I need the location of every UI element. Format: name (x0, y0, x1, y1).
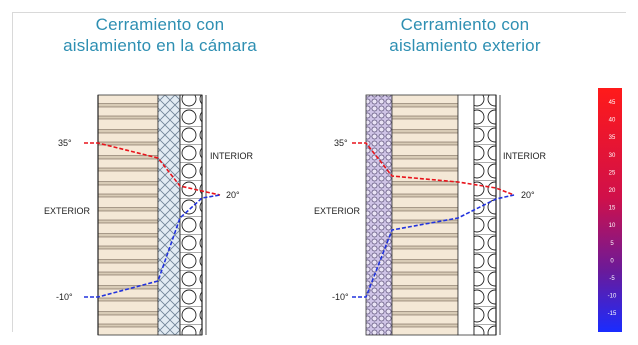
temperature-color-scale: 45 40 35 30 25 20 15 10 5 0 -5 -10 -15 (598, 88, 622, 332)
scale-tick-label: -15 (608, 311, 617, 317)
panel-1-summer-profile (84, 142, 221, 196)
panel-1-wall (97, 94, 207, 336)
panel-1-cold-label: -10° (56, 292, 73, 302)
panel-2-summer-profile (352, 142, 515, 196)
panel-2-title-line1: Cerramiento con (400, 15, 530, 34)
panel-2-wall (365, 94, 501, 336)
outer-brick-leaf (97, 94, 159, 336)
panel-1-winter-profile (84, 194, 221, 298)
panel-1-title-line1: Cerramiento con (95, 15, 225, 34)
panel-2-cold-label: -10° (332, 292, 349, 302)
panel-2-title: Cerramiento con aislamiento exterior (345, 14, 585, 56)
scale-tick-label: 0 (610, 258, 614, 264)
scale-tick-label: 45 (609, 100, 616, 106)
panel-1-interior-label: INTERIOR (210, 151, 254, 161)
panel-1-exterior-label: EXTERIOR (44, 206, 91, 216)
scale-tick-label: 40 (609, 118, 616, 124)
brick-leaf (391, 94, 459, 336)
exterior-insulation (365, 94, 393, 336)
panel-2-interior-label: INTERIOR (503, 151, 547, 161)
figure-border (12, 12, 626, 332)
scale-tick-label: 30 (609, 153, 616, 159)
panel-2-title-line2: aislamiento exterior (389, 36, 541, 55)
panel-2-indoor-label: 20° (521, 190, 535, 200)
panel-1-title: Cerramiento con aislamiento en la cámara (40, 14, 280, 56)
scale-tick-label: 10 (609, 223, 616, 229)
panel-1-title-line2: aislamiento en la cámara (63, 36, 257, 55)
panel-2-exterior-label: EXTERIOR (314, 206, 361, 216)
panel-2-hot-label: 35° (334, 138, 348, 148)
inner-hollow-block (473, 94, 497, 336)
air-cavity (457, 94, 475, 336)
panel-1-hot-label: 35° (58, 138, 72, 148)
panel-1-indoor-label: 20° (226, 190, 240, 200)
scale-tick-label: 15 (609, 206, 616, 212)
scale-tick-label: -10 (608, 294, 617, 300)
scale-tick-label: -5 (609, 276, 615, 282)
cavity-insulation (157, 94, 181, 336)
scale-tick-label: 5 (610, 241, 614, 247)
panel-2-winter-profile (352, 194, 515, 298)
scale-tick-label: 35 (609, 135, 616, 141)
scale-tick-label: 25 (609, 170, 616, 176)
scale-tick-label: 20 (609, 188, 616, 194)
